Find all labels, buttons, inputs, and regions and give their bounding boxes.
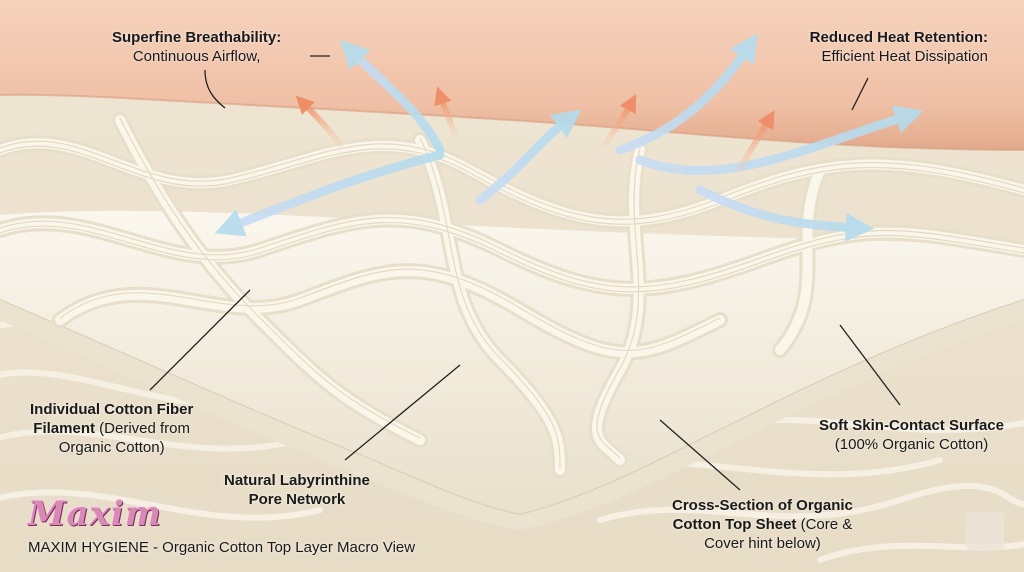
annotation-cross-section: Cross-Section of Organic Cotton Top Shee… [672,496,853,553]
pore-title-line2: Pore Network [248,491,346,508]
pore-title-line1: Natural Labyrinthine [224,472,370,489]
annotation-heat: Reduced Heat Retention: Efficient Heat D… [810,28,988,66]
fiber-detail-line1: (Derived from [94,420,191,437]
cotton-fiber-weave [0,112,1024,478]
corner-watermark-box [966,512,1004,550]
cross-section-detail-line1: (Core & [796,516,853,533]
airflow-arrow-center [475,109,582,205]
leader-heat [851,77,869,111]
brand-logo: Maxim [28,494,162,534]
airflow-arrow-left [214,150,445,237]
annotation-pore: Natural Labyrinthine Pore Network [224,471,370,509]
heat-arrow-4 [737,110,775,173]
fiber-detail-line2: Organic Cotton) [58,439,165,456]
leader-surface [839,324,901,406]
heat-title: Reduced Heat Retention: [809,29,988,46]
cross-section-title-line1: Cross-Section of Organic [672,497,853,514]
leader-lines [149,55,901,491]
heat-arrows [295,86,775,173]
heat-arrow-1 [295,95,343,148]
airflow-arrow-lower-right [695,185,875,242]
breathability-title: Superfine Breathability: [112,29,282,46]
heat-arrow-3 [602,94,637,148]
airflow-arrow-upper-right [615,33,758,155]
cross-section-title-line2: Cotton Top Sheet [672,516,797,533]
airflow-arrows [214,33,924,242]
leader-breathability-curve [204,69,226,109]
annotation-fiber: Individual Cotton Fiber Filament (Derive… [30,400,193,457]
surface-detail: (100% Organic Cotton) [834,436,989,453]
breathability-detail: Continuous Airflow, [132,48,261,65]
fiber-title-line2: Filament [33,420,95,437]
leader-fiber [149,289,251,391]
heat-detail: Efficient Heat Dissipation [821,48,988,65]
cross-section-detail-line2: Cover hint below) [704,535,821,552]
leader-cross-section [659,419,741,491]
airflow-arrow-right [635,105,924,175]
annotation-surface: Soft Skin-Contact Surface (100% Organic … [819,416,1004,454]
airflow-arrow-up-left [339,39,445,155]
leader-pore [344,364,461,461]
heat-arrow-2 [434,86,458,138]
fiber-title: Individual Cotton Fiber [30,401,194,418]
annotation-breathability: Superfine Breathability: Continuous Airf… [112,28,281,66]
brand-caption: MAXIM HYGIENE - Organic Cotton Top Layer… [28,539,416,556]
surface-title: Soft Skin-Contact Surface [818,417,1004,434]
